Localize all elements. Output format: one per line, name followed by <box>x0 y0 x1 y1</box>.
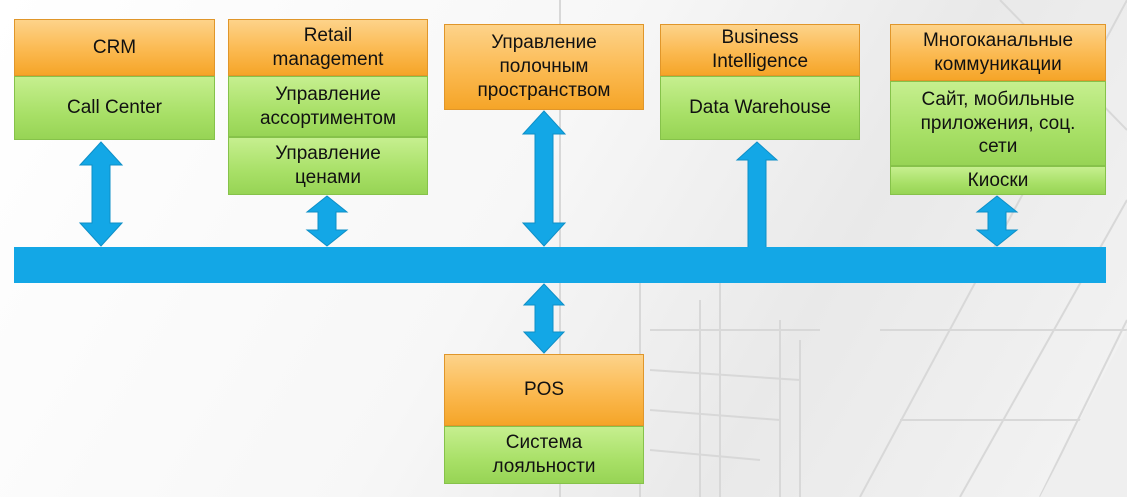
website-mobile-social-module: Сайт, мобильные приложения, соц. сети <box>890 81 1106 166</box>
loyalty-system-module: Система лояльности <box>444 426 644 484</box>
shelf-bus-double-arrow <box>521 110 567 247</box>
assortment-management-module: Управление ассортиментом <box>228 76 428 137</box>
crm-bus-double-arrow <box>78 141 124 247</box>
bus-pos-double-arrow <box>522 283 566 354</box>
call-center-module: Call Center <box>14 76 215 140</box>
crm-header: CRM <box>14 19 215 76</box>
integration-bus <box>14 247 1106 283</box>
kiosks-module: Киоски <box>890 166 1106 195</box>
pos-header: POS <box>444 354 644 426</box>
price-management-module: Управление ценами <box>228 137 428 195</box>
omnichannel-communications-header: Многоканальные коммуникации <box>890 24 1106 81</box>
data-warehouse-module: Data Warehouse <box>660 76 860 140</box>
omni-bus-double-arrow <box>975 195 1019 247</box>
retail-management-header: Retail management <box>228 19 428 76</box>
business-intelligence-header: Business Intelligence <box>660 24 860 76</box>
bus-bi-single-arrow <box>735 141 779 249</box>
retail-bus-double-arrow <box>305 195 349 247</box>
shelf-space-management-header: Управление полочным пространством <box>444 24 644 110</box>
